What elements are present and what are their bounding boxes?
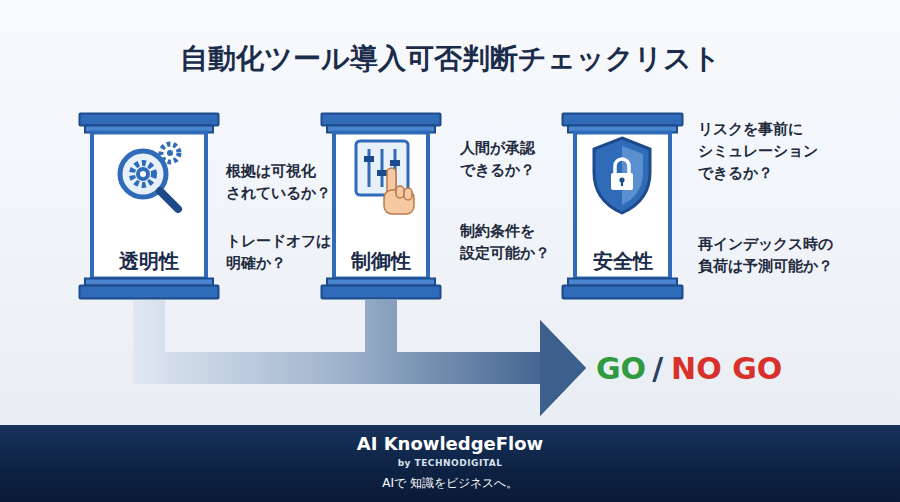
decision-text-row: GO/NO GO xyxy=(596,345,786,391)
pillar-title: 制御性 xyxy=(320,248,442,275)
check-question: 根拠は可視化 されているか？ xyxy=(226,160,333,204)
pillar-box: 安全性リスクを事前に シミュレーション できるか？再インデックス時の 負荷は予測… xyxy=(561,112,684,300)
check-question: リスクを事前に シミュレーション できるか？ xyxy=(698,118,820,184)
flow-arrow-line xyxy=(381,300,542,368)
decision-word: GO xyxy=(596,351,646,386)
arrow-head xyxy=(540,320,586,416)
footer-text: AIで 知識をビジネスへ。 xyxy=(0,475,900,492)
check-question: 制約条件を 設定可能か？ xyxy=(460,220,552,264)
check-question: トレードオフは 明確か？ xyxy=(226,230,333,274)
arrow-head xyxy=(540,320,586,416)
pillar-title: 安全性 xyxy=(561,248,684,275)
flow-arrow xyxy=(149,300,586,416)
footer-band: AI KnowledgeFlow by TECHNODIGITAL AIで 知識をビ… xyxy=(0,425,900,502)
diagram-title: 自動化ツール導入可否判断チェックリスト xyxy=(0,40,900,78)
decision-word: NO GO xyxy=(671,351,782,386)
check-question: 再インデックス時の 負荷は予測可能か？ xyxy=(698,233,835,277)
pillar-title: 透明性 xyxy=(78,248,220,275)
footer-text: by TECHNODIGITAL xyxy=(0,458,900,468)
flow-arrow xyxy=(381,300,586,416)
decision-node: GO/NO GO xyxy=(596,345,786,391)
footer-text: AI KnowledgeFlow xyxy=(0,433,900,454)
check-question: 人間が承認 できるか？ xyxy=(460,137,537,181)
flow-arrow-line xyxy=(149,300,542,368)
pillar-box: 制御性人間が承認 できるか？制約条件を 設定可能か？ xyxy=(320,112,442,300)
pillar-box: 透明性根拠は可視化 されているか？トレードオフは 明確か？ xyxy=(78,112,220,300)
decision-word: / xyxy=(652,351,663,386)
